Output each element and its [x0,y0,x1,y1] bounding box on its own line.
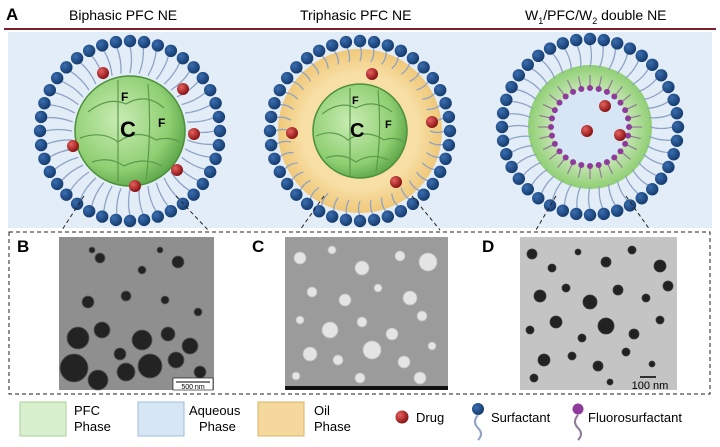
drug-particle [177,83,189,95]
tem-panel-frame [8,231,711,395]
panel-label-b: B [17,237,29,256]
tem-particles [291,245,438,385]
triphasic-droplet: C F F [263,34,457,228]
drug-particle [129,180,141,192]
tem-image-triphasic [285,237,448,390]
drug-particle [599,100,611,112]
legend-swatch-pfc [19,401,67,437]
legend-fluorosurfactant: Fluorosurfactant [588,410,682,425]
panel-label-d: D [482,237,494,256]
tem-image-double: 100 nm [520,237,677,392]
legend-surfactant-icon [472,403,484,441]
core-label-c: C [120,117,136,142]
core-label-f-side: F [158,116,165,130]
tem-image-biphasic: 500 nm [59,237,214,391]
drug-particle [188,128,200,140]
legend-swatch-oil [257,401,305,437]
core-label-f-top: F [121,90,128,104]
title-biphasic: Biphasic PFC NE [69,7,177,23]
drug-particle [390,176,402,188]
drug-particle [97,67,109,79]
fluorosurfactant-ring [538,75,642,179]
surfactant-ring [263,34,457,228]
drug-particle [286,127,298,139]
legend: PFC Phase Aqueous Phase Oil Phase Drug S… [19,401,682,441]
scale-bar-b: 500 nm [181,384,205,391]
drug-particle [171,164,183,176]
legend-fluorosurfactant-icon [572,403,584,441]
title-triphasic: Triphasic PFC NE [300,7,412,23]
legend-swatch-aqueous [137,401,185,437]
tem-particles [59,246,207,391]
legend-oil-line1: Oil [314,403,330,418]
tem-particles [525,245,674,386]
drug-particle [581,125,593,137]
legend-oil-line2: Phase [314,419,351,434]
scale-bar-d: 100 nm [632,380,669,392]
legend-surfactant: Surfactant [491,410,551,425]
drug-particle [366,68,378,80]
legend-pfc-line2: Phase [74,419,111,434]
legend-drug: Drug [416,410,444,425]
biphasic-droplet: C F F [33,34,227,228]
drug-particle [614,129,626,141]
panel-label-c: C [252,237,264,256]
zoom-guides [61,195,651,231]
legend-drug-icon [395,410,409,424]
core-label-f-side: F [385,119,392,131]
panel-label-a: A [6,5,18,24]
pfc-core-facets [315,88,405,176]
pfc-core [312,83,408,179]
legend-aqueous-line1: Aqueous [189,403,241,418]
legend-aqueous-line2: Phase [199,419,236,434]
drug-particle [426,116,438,128]
pfc-core-facets [79,80,181,182]
legend-pfc-line1: PFC [74,403,100,418]
double-ne-droplet [495,32,685,222]
drug-particle [67,140,79,152]
surfactant-ring [33,34,227,228]
core-label-f-top: F [352,95,359,107]
surfactant-ring [495,32,685,222]
title-double: W1/PFC/W2 double NE [525,7,667,26]
core-label-c: C [350,120,364,142]
